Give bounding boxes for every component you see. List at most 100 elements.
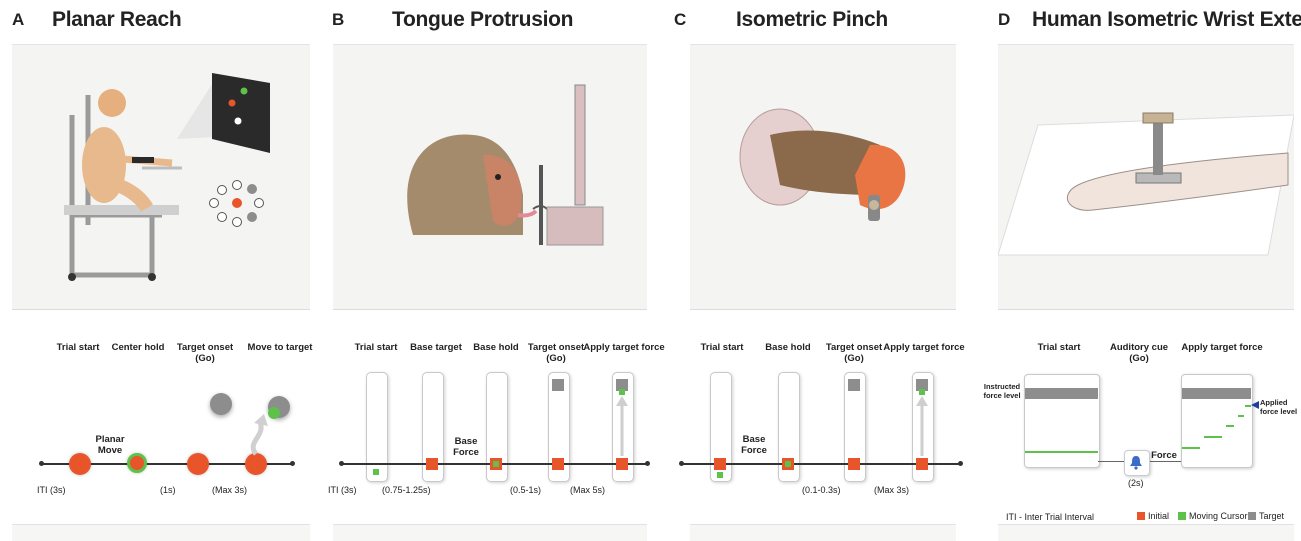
time-3: (Max 5s) (570, 485, 605, 496)
center-hold-marker (127, 453, 147, 473)
time-2: (Max 3s) (212, 485, 247, 496)
label-applied-force: Appliedforce level (1260, 398, 1297, 416)
up-arrow-icon (615, 396, 629, 456)
label-center-hold: Center hold (112, 342, 165, 353)
initial-square (552, 458, 564, 470)
cursor-in-target (785, 461, 791, 467)
cursor-at-target (619, 389, 625, 395)
label-base-force: BaseForce (453, 436, 479, 458)
applied-level-arrow-icon (1251, 401, 1259, 409)
monkey-arm-illustration (690, 45, 956, 309)
monkey-head-illustration (333, 45, 647, 309)
panel-title: Planar Reach (52, 8, 181, 32)
time-2: (0.5-1s) (510, 485, 541, 496)
time-iti: ITI (3s) (328, 485, 357, 496)
time-2: (Max 3s) (874, 485, 909, 496)
label-trial-start: Trial start (57, 342, 100, 353)
label-base-hold: Base hold (765, 342, 810, 353)
panel-title: Human Isometric Wrist Extension (1032, 8, 1301, 32)
instructed-text-1: Instructed (983, 382, 1020, 391)
panel-title: Isometric Pinch (736, 8, 888, 32)
human-wrist-device-illustration (998, 45, 1294, 309)
legend-moving-cursor: Moving Cursor (1178, 511, 1248, 521)
label-instructed-force: Instructedforce level (983, 382, 1020, 400)
illustration-planar-reach (12, 44, 310, 310)
move-text: Move (95, 445, 124, 456)
bottom-strip (333, 524, 647, 541)
panel-d: D Human Isometric Wrist Extension Trial … (980, 0, 1301, 540)
force-text: Force (741, 445, 767, 456)
initial-square (714, 458, 726, 470)
go-text: (Go) (528, 353, 584, 364)
curved-arrow-icon (246, 414, 276, 456)
auditory-text: Auditory cue (1110, 342, 1168, 353)
base-text: Base (453, 436, 479, 447)
illustration-isometric-pinch (690, 44, 956, 310)
legend-target: Target (1248, 511, 1284, 521)
monkey-chair-screen-illustration (12, 45, 310, 309)
label-target-onset: Target onset(Go) (528, 342, 584, 364)
label-apply-target-force: Apply target force (1181, 342, 1262, 353)
panel-title: Tongue Protrusion (392, 8, 573, 32)
panel-letter: B (332, 10, 344, 30)
time-1: (0.75-1.25s) (382, 485, 431, 496)
label-move-to-target: Move to target (248, 342, 313, 353)
target-onset-text: Target onset (826, 342, 882, 353)
up-arrow-icon (915, 396, 929, 456)
panel-c: C Isometric Pinch Trial start Base hold … (660, 0, 980, 540)
moving-swatch (1178, 512, 1186, 520)
go-text: (Go) (826, 353, 882, 364)
time-1: (2s) (1128, 478, 1144, 489)
panel-a: A Planar Reach (0, 0, 320, 540)
illustration-tongue-protrusion (333, 44, 647, 310)
applied-force-trace (1182, 400, 1252, 460)
panel-letter: C (674, 10, 686, 30)
footnote-iti: ITI - Inter Trial Interval (1006, 512, 1094, 523)
planar-text: Planar (95, 434, 124, 445)
instructed-level-bar (1025, 388, 1098, 399)
panel-letter: D (998, 10, 1010, 30)
bottom-strip (690, 524, 956, 541)
cursor-in-target (493, 461, 499, 467)
cursor-square (717, 472, 723, 478)
cursor-at-target (919, 389, 925, 395)
legend-target-label: Target (1259, 511, 1284, 521)
bottom-strip (998, 524, 1294, 541)
target-onset-text: Target onset (177, 342, 233, 353)
target-onset-marker (187, 453, 209, 475)
initial-swatch (1137, 512, 1145, 520)
applied-text-2: force level (1260, 407, 1297, 416)
legend-initial-label: Initial (1148, 511, 1169, 521)
initial-marker (69, 453, 91, 475)
initial-force-line (1025, 451, 1098, 453)
base-text: Base (741, 434, 767, 445)
label-base-force: BaseForce (741, 434, 767, 456)
panel-letter: A (12, 10, 24, 30)
force-tube-1 (366, 372, 388, 482)
go-text: (Go) (1110, 353, 1168, 364)
applied-text-1: Applied (1260, 398, 1297, 407)
time-1: (0.1-0.3s) (802, 485, 841, 496)
label-planar-move: PlanarMove (95, 434, 124, 456)
time-1: (1s) (160, 485, 176, 496)
label-apply-target-force: Apply target force (883, 342, 964, 353)
label-trial-start: Trial start (701, 342, 744, 353)
label-force: Force (1151, 450, 1177, 461)
force-text: Force (453, 447, 479, 458)
initial-square (616, 458, 628, 470)
target-marker (210, 393, 232, 415)
panel-b: B Tongue Protrusion Trial start Base tar… (320, 0, 660, 540)
illustration-human-wrist (998, 44, 1294, 310)
initial-square (848, 458, 860, 470)
bottom-strip (12, 524, 310, 541)
target-level-bar (1182, 388, 1251, 399)
label-base-target: Base target (410, 342, 462, 353)
bell-icon (1128, 454, 1144, 470)
legend-moving-label: Moving Cursor (1189, 511, 1248, 521)
legend-initial: Initial (1137, 511, 1169, 521)
label-target-onset: Target onset(Go) (826, 342, 882, 364)
base-target-square (426, 458, 438, 470)
initial-square (916, 458, 928, 470)
target-swatch (1248, 512, 1256, 520)
label-base-hold: Base hold (473, 342, 518, 353)
